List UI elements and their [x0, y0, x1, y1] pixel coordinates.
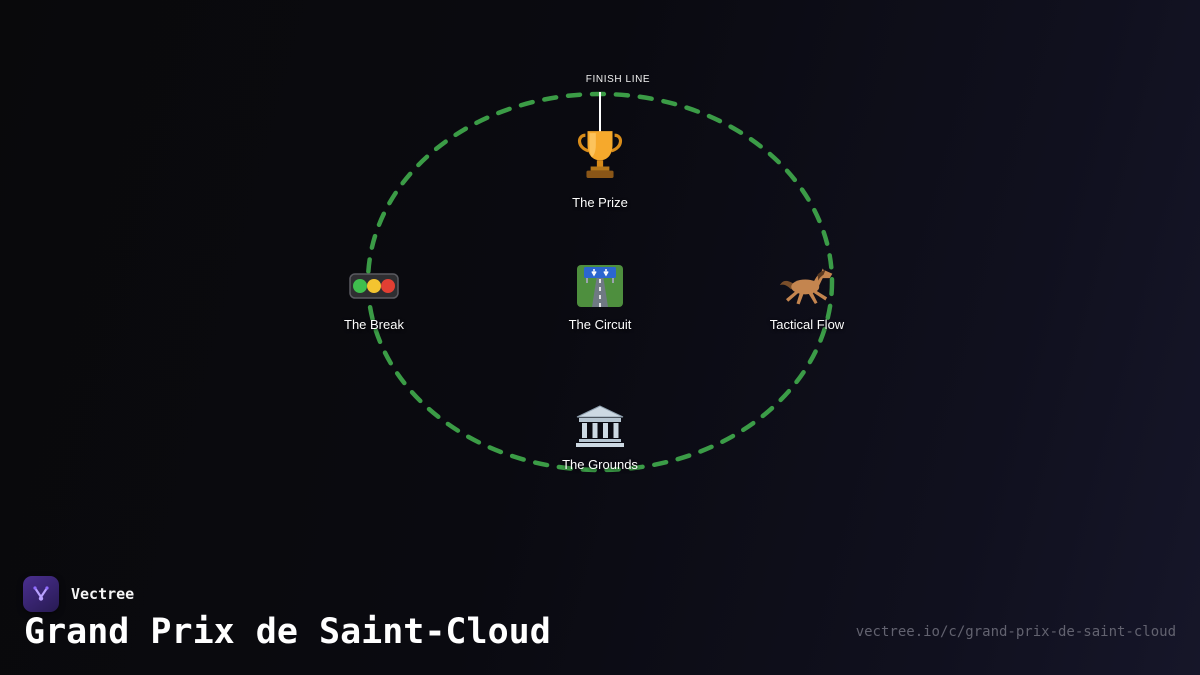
vectree-logo-icon [33, 586, 49, 601]
node-label: The Break [344, 317, 404, 332]
node-the-prize[interactable]: The Prize [520, 120, 680, 210]
share-url: vectree.io/c/grand-prix-de-saint-cloud [855, 624, 1176, 640]
finish-line-label: FINISH LINE [585, 74, 651, 85]
classical-building-icon [575, 402, 625, 450]
node-label: The Circuit [568, 317, 632, 332]
brand-row: Vectree [23, 576, 134, 612]
node-the-grounds[interactable]: The Grounds [520, 402, 680, 472]
horse-icon [779, 262, 835, 310]
traffic-light-icon [349, 262, 399, 310]
node-the-break[interactable]: The Break [294, 262, 454, 332]
node-label: Tactical Flow [769, 317, 845, 332]
node-label: The Prize [572, 195, 628, 210]
vectree-logo [23, 576, 59, 612]
finish-line-marker [599, 92, 601, 140]
brand-name: Vectree [71, 585, 135, 603]
page-title: Grand Prix de Saint-Cloud [24, 612, 551, 652]
motorway-icon [577, 262, 623, 310]
node-label: The Grounds [562, 457, 638, 472]
node-tactical-flow[interactable]: Tactical Flow [727, 262, 887, 332]
node-the-circuit[interactable]: The Circuit [520, 262, 680, 332]
trophy-icon [575, 120, 625, 188]
